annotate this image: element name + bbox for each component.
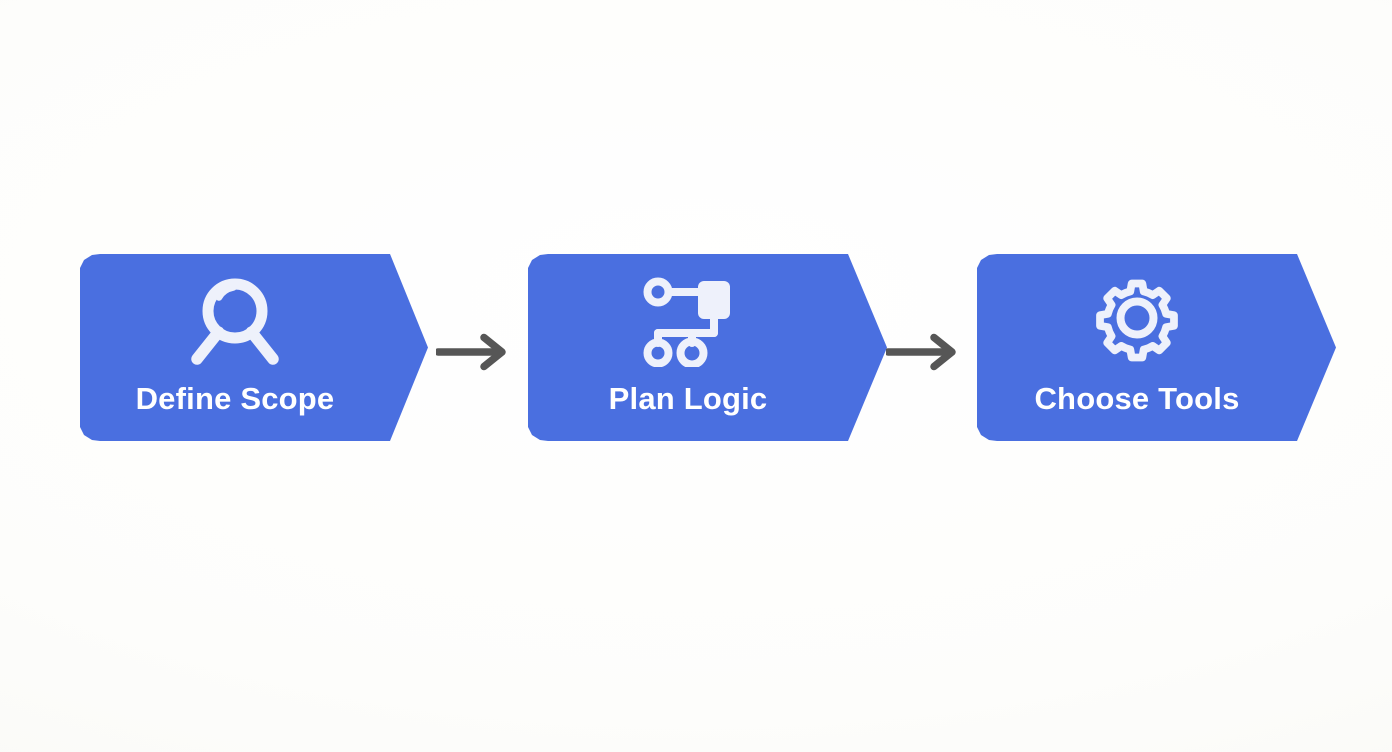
connector-arrow-2	[884, 332, 962, 372]
step-content-1: Define Scope	[80, 254, 390, 441]
step-label-2: Plan Logic	[608, 381, 768, 416]
process-step-plan-logic[interactable]: Plan Logic	[528, 254, 887, 441]
step-content-2: Plan Logic	[528, 254, 848, 441]
flowchart-icon	[636, 275, 740, 369]
process-step-choose-tools[interactable]: Choose Tools	[977, 254, 1336, 441]
connector-arrow-1	[434, 332, 512, 372]
gear-icon	[1085, 275, 1189, 367]
step-label-1: Define Scope	[135, 381, 335, 416]
magnifier-icon	[183, 275, 287, 367]
step-label-3: Choose Tools	[1034, 381, 1240, 416]
step-content-3: Choose Tools	[977, 254, 1297, 441]
process-step-define-scope[interactable]: Define Scope	[80, 254, 428, 441]
